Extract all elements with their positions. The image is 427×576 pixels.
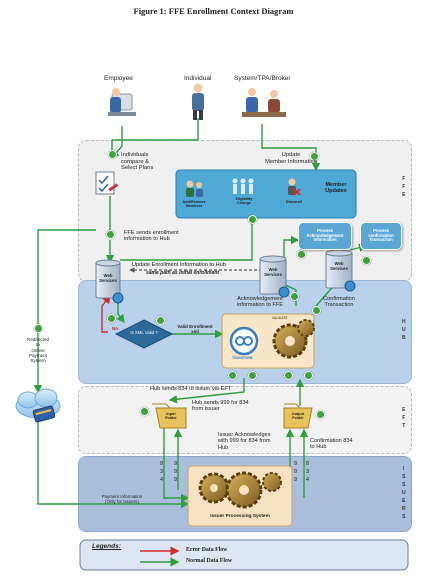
ffe-sends-label: FFE sends enrollment information to Hub	[124, 230, 179, 243]
output-folder-icon	[283, 403, 313, 429]
num-834-left: 8 3 4	[160, 461, 164, 483]
step-dot	[304, 371, 313, 380]
xml-valid-label: Is XML Valid ?	[130, 330, 158, 335]
disenroll-label: Disenroll	[285, 200, 303, 204]
process-conf-bubble: Process confirmation Transaction	[360, 222, 402, 250]
input-folder-label: Input Folder	[165, 412, 177, 421]
step-dot	[108, 150, 117, 159]
flow-individual-to-compare	[111, 118, 199, 158]
step-dot	[107, 314, 116, 323]
valid-enrollment-label: Valid Enrollment xml	[177, 324, 213, 335]
transform-label: TRANSFORM	[232, 356, 253, 360]
step-dot	[248, 215, 257, 224]
step-dot	[284, 371, 293, 380]
update-enrollment-label: Update Enrollment Information to Hub	[132, 262, 226, 268]
legend-normal-label: Normal Data Flow	[186, 558, 233, 564]
num-834-right: 8 3 4	[306, 461, 310, 483]
add-remove-icon	[186, 180, 203, 197]
web-services-right2-label: Web Services	[330, 261, 348, 271]
step-dot	[297, 250, 306, 259]
flow-payment-to-issuer	[37, 420, 190, 509]
process-ack-bubble: Process Acknowledgement Information	[298, 222, 352, 250]
eft-zone-label: E F T	[402, 407, 406, 429]
figure-title: Figure 1: FFE Enrollment Context Diagram	[133, 6, 294, 16]
update-member-label: Update Member Information	[265, 152, 317, 165]
step-dot	[248, 371, 257, 380]
input-folder-icon	[152, 403, 187, 429]
issuer-processing-label: Issuer Processing System	[210, 514, 270, 519]
hub-sends-999-label: Hub sends 999 for 834 from issuer	[192, 400, 249, 413]
confirmation-834-label: Confirmation 834 to Hub	[310, 438, 353, 451]
flow-web-to-validate	[116, 300, 125, 324]
system-label: System/TPA/Broker	[234, 75, 291, 82]
no-label: No	[112, 326, 118, 331]
step-dot	[312, 306, 321, 315]
step-dot	[228, 371, 237, 380]
web-services-right1-label: Web Services	[264, 267, 282, 277]
disenroll-icon	[288, 178, 301, 196]
ffe-zone-label: F F E	[402, 176, 406, 198]
num-999-left: 9 9 9	[174, 461, 178, 483]
eft-zone	[78, 386, 412, 454]
eligibility-icon	[232, 178, 254, 194]
web-services-right-2	[325, 249, 356, 292]
step-dot	[290, 292, 299, 301]
web-services-left	[95, 259, 124, 304]
xml-valid-decision	[114, 319, 174, 349]
redirected-label: Redirected to Online Payment System	[26, 337, 50, 364]
flow-redirect-payment	[33, 229, 96, 394]
system-figure	[242, 88, 286, 117]
flow-member-to-update-hub	[120, 208, 253, 261]
compare-select-label: Individuals compare & Select Plans	[121, 152, 154, 172]
flow-error-red	[101, 294, 111, 333]
hub-zone-label: H U B	[401, 319, 407, 341]
compare-plans-icon	[95, 171, 119, 195]
eligibility-label: Eligibility Change	[235, 197, 253, 206]
step-dot	[156, 316, 165, 325]
num-999-right: 9 9 9	[294, 461, 298, 483]
flow-web-to-process-ack	[283, 235, 300, 258]
payment-cloud	[15, 388, 61, 423]
employee-label: Employee	[104, 75, 133, 82]
legend-title: Legends:	[92, 543, 121, 550]
step-dot	[310, 152, 319, 161]
step-dot	[140, 407, 149, 416]
hub-gear-small	[297, 319, 315, 337]
member-updates-panel	[175, 169, 357, 219]
validate-label: VALIDATE	[272, 316, 288, 320]
payment-info-label: Payment Information (Only for Issuers)	[101, 494, 143, 505]
legend-box	[79, 539, 409, 571]
ack-to-ffe-label: Acknowledgement information to FFE	[236, 296, 283, 309]
step-dot	[316, 410, 325, 419]
confirmation-tx-label: Confirmation Transaction	[323, 296, 355, 309]
step-dot	[106, 230, 115, 239]
hub-sends-834-label: Hub sends 834 to issuer via EFT	[150, 386, 232, 392]
employee-figure	[108, 88, 136, 116]
add-remove-label: Add/Remove Members	[182, 200, 206, 209]
step-dot	[34, 324, 43, 333]
individual-figure	[192, 83, 204, 120]
individual-label: Individual	[184, 75, 212, 82]
flow-hub-to-input	[168, 378, 245, 404]
same-path-label: same path as initial enrollment	[146, 270, 220, 276]
output-folder-label: Output Folder	[291, 412, 305, 421]
issuers-zone-label: I S S U E R S	[401, 466, 407, 520]
web-services-left-label: Web Services	[99, 273, 117, 283]
step-dot	[362, 256, 371, 265]
issuer-ack-label: Issuer Acknowledges with 999 for 834 fro…	[218, 432, 271, 451]
flow-input-to-issuer-834	[163, 428, 190, 503]
web-services-right-1	[259, 255, 290, 298]
issuer-gear-small	[262, 472, 282, 492]
member-updates-label: Member Updates	[325, 182, 347, 195]
legend-error-label: Error Data Flow	[186, 547, 228, 553]
